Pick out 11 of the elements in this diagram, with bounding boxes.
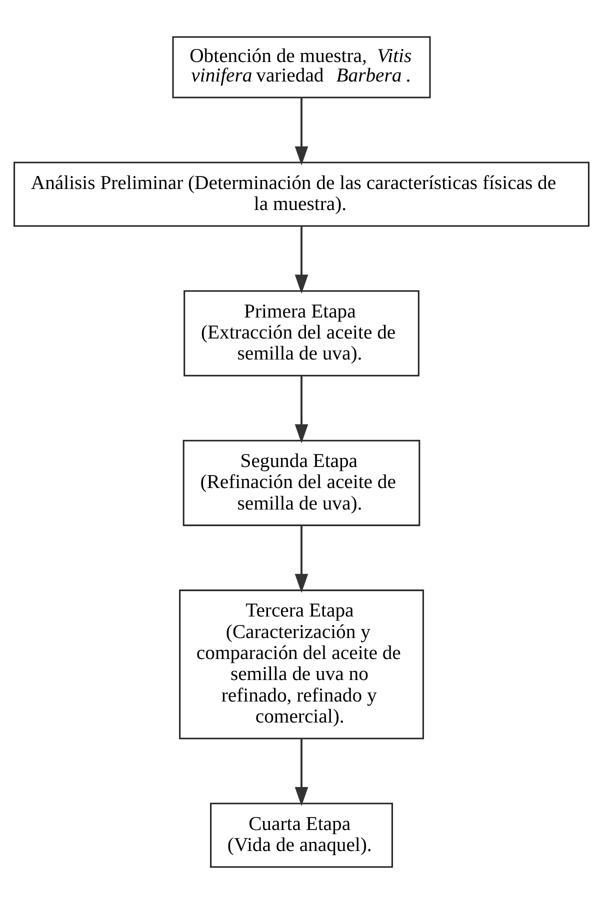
arrow [294, 376, 308, 444]
node-box: Primera Etapa (Extracción del aceite de semilla de uva). [184, 290, 420, 376]
arrow [294, 525, 308, 593]
node-box: Obtención de muestra, Vitis vinifera variedad Barbera. [172, 36, 431, 98]
arrow [294, 738, 308, 806]
node-box: Tercera Etapa (Caracterización y comparación del aceite de semilla de uva no refinado, refinado y comercial). [179, 590, 424, 740]
arrow [294, 226, 308, 294]
node-box: Cuarta Etapa (Vida de anaquel). [210, 802, 393, 868]
node-box: Segunda Etapa (Refinación del aceite de semilla de uva). [182, 440, 420, 526]
node-box: Análisis Preliminar (Determinación de las características físicas de la muestra). [14, 162, 590, 227]
arrow [294, 98, 308, 166]
